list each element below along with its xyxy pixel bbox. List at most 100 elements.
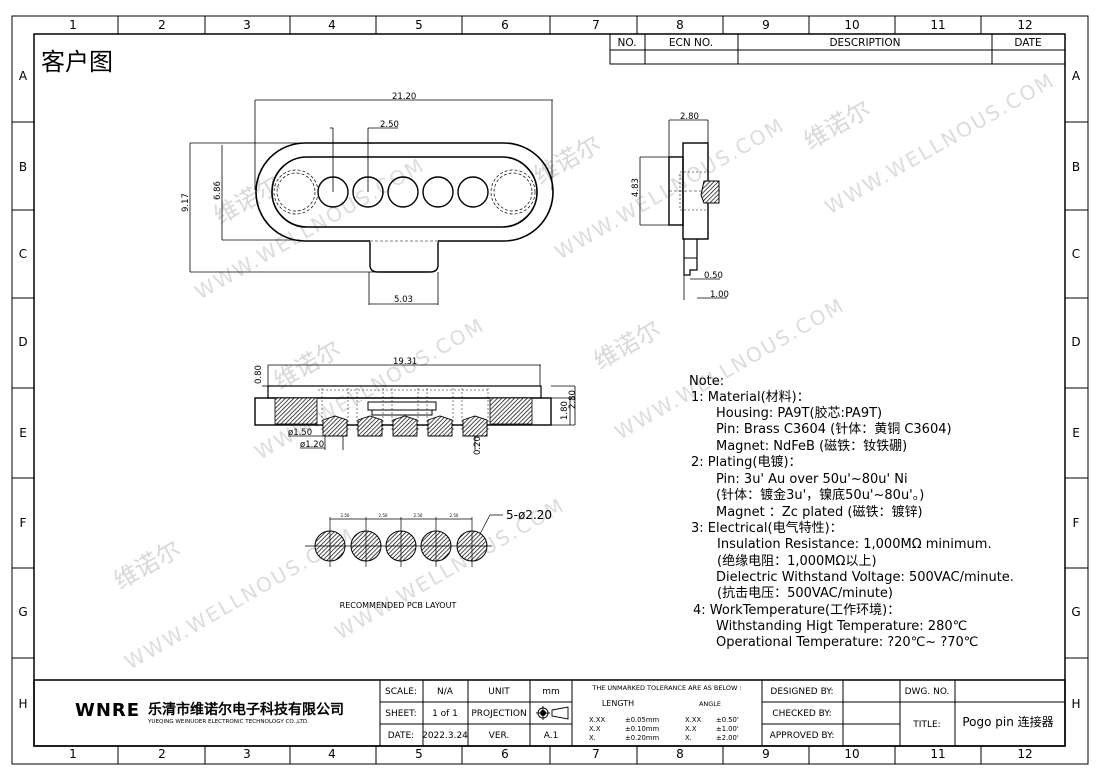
svg-text:±0.20mm: ±0.20mm (625, 734, 659, 742)
svg-text:SCALE:: SCALE: (385, 687, 417, 697)
svg-text:12: 12 (1017, 747, 1032, 761)
svg-text:X.X: X.X (685, 725, 697, 733)
svg-text:11: 11 (930, 18, 945, 32)
side-view (639, 119, 727, 300)
svg-text:E: E (19, 426, 27, 440)
svg-text:G: G (1071, 605, 1080, 619)
svg-text:X.XX: X.XX (589, 716, 605, 724)
svg-text:H: H (1071, 697, 1080, 711)
svg-text:4: 4 (328, 747, 336, 761)
svg-text:4: WorkTemperature(工作环境)：: 4: WorkTemperature(工作环境)： (693, 603, 900, 618)
svg-text:DATE:: DATE: (388, 731, 414, 741)
company-name-cn: 乐清市维诺尔电子科技有限公司 (148, 701, 344, 718)
svg-text:ECN NO.: ECN NO. (669, 37, 713, 49)
svg-text:1: 1 (69, 747, 77, 761)
svg-text:±0.10mm: ±0.10mm (625, 725, 659, 733)
svg-text:8: 8 (676, 18, 684, 32)
dim-thickness: 2.80 (680, 112, 699, 122)
svg-text:8: 8 (676, 747, 684, 761)
svg-text:C: C (19, 247, 27, 261)
dim-length: 19.31 (393, 357, 417, 367)
svg-text:2.50: 2.50 (414, 513, 423, 518)
svg-text:Note:: Note: (689, 374, 724, 389)
title-block (33, 679, 1066, 747)
pcb-layout (305, 514, 503, 567)
svg-text:12: 12 (1017, 18, 1032, 32)
svg-text:7: 7 (592, 18, 600, 32)
svg-text:X.XX: X.XX (685, 716, 701, 724)
drawing-title: Pogo pin 连接器 (962, 714, 1053, 729)
svg-text:维诺尔: 维诺尔 (799, 95, 875, 155)
svg-text:1 of 1: 1 of 1 (432, 709, 458, 719)
svg-text:1: Material(材料)：: 1: Material(材料)： (691, 390, 810, 405)
svg-text:CHECKED BY:: CHECKED BY: (772, 709, 831, 719)
svg-text:Insulation Resistance: 1,000: Insulation Resistance: 1,000MΩ minimum. (717, 537, 992, 552)
svg-text:Pin: Brass C3604 (针体：黄铜 C360: Pin: Brass C3604 (针体：黄铜 C3604) (716, 422, 952, 437)
svg-text:VER.: VER. (489, 731, 510, 741)
svg-text:3: Electrical(电气特性)：: 3: Electrical(电气特性)： (691, 520, 843, 536)
notes: Note: 1: Material(材料)： Housing: PA9T(胶芯:… (689, 374, 1014, 650)
svg-text:维诺尔: 维诺尔 (109, 535, 185, 595)
dim-stem: 1.00 (710, 290, 729, 300)
svg-text:DESCRIPTION: DESCRIPTION (829, 37, 900, 49)
svg-text:9: 9 (762, 747, 770, 761)
svg-text:7: 7 (592, 747, 600, 761)
customer-drawing-label: 客户图 (41, 48, 113, 76)
dim-step: 0.50 (704, 271, 723, 281)
svg-text:(抗击电压：500VAC/minute): (抗击电压：500VAC/minute) (717, 586, 893, 601)
svg-text:2.50: 2.50 (379, 513, 388, 518)
svg-text:N/A: N/A (437, 687, 454, 697)
svg-text:LENGTH: LENGTH (602, 699, 634, 708)
svg-text:±0.50': ±0.50' (716, 716, 739, 724)
pcb-caption: RECOMMENDED PCB LAYOUT (340, 601, 457, 610)
svg-text:(针体：镀金3u'，镍底50u'~80u'。): (针体：镀金3u'，镍底50u'~80u'。) (716, 487, 924, 503)
svg-text:DESIGNED BY:: DESIGNED BY: (770, 687, 833, 697)
dim-body-height: 1.80 (560, 401, 570, 420)
svg-text:F: F (1073, 516, 1080, 530)
svg-text:1: 1 (69, 18, 77, 32)
dim-pin-outer: ø1.50 (288, 428, 312, 438)
svg-text:2: 2 (158, 18, 166, 32)
svg-text:NO.: NO. (617, 37, 636, 49)
svg-text:WNRE: WNRE (75, 700, 140, 721)
svg-text:G: G (18, 605, 27, 619)
svg-text:Magnet: NdFeB (磁铁：钕铁硼): Magnet: NdFeB (磁铁：钕铁硼) (716, 438, 907, 454)
dim-pitch: 2.50 (380, 120, 399, 130)
svg-text:B: B (1072, 160, 1080, 174)
svg-text:A.1: A.1 (544, 731, 559, 741)
svg-text:X.: X. (589, 734, 596, 742)
dim-top: 0.80 (254, 365, 264, 384)
pcb-pad-spec: 5-ø2.20 (506, 508, 552, 522)
svg-text:11: 11 (930, 747, 945, 761)
svg-text:3: 3 (243, 18, 251, 32)
svg-text:DATE: DATE (1014, 37, 1041, 49)
svg-text:Housing: PA9T(胶芯:PA9T): Housing: PA9T(胶芯:PA9T) (716, 405, 882, 421)
svg-text:6: 6 (501, 747, 509, 761)
svg-text:mm: mm (542, 687, 560, 697)
svg-text:Operational Temperature: ?20: Operational Temperature: ?20℃~ ?70℃ (716, 635, 978, 650)
svg-text:Dielectric Withstand Voltage: Dielectric Withstand Voltage: 500VAC/min… (716, 570, 1014, 585)
svg-text:D: D (1071, 335, 1080, 349)
svg-text:A: A (19, 69, 28, 83)
zone-ticks (12, 16, 1088, 764)
svg-text:F: F (20, 516, 27, 530)
svg-text:2.50: 2.50 (450, 513, 459, 518)
svg-text:Magnet ：Zc plated (磁铁：镀锌): Magnet ：Zc plated (磁铁：镀锌) (716, 504, 923, 520)
svg-text:2022.3.24: 2022.3.24 (422, 731, 468, 741)
svg-text:PROJECTION: PROJECTION (471, 709, 526, 719)
svg-text:WWW.WELLNOUS.COM: WWW.WELLNOUS.COM (821, 68, 1059, 220)
svg-text:10: 10 (844, 18, 859, 32)
top-view (189, 99, 554, 305)
company-logo: WNRE (75, 700, 140, 721)
svg-text:A: A (1072, 69, 1081, 83)
svg-text:B: B (19, 160, 27, 174)
dim-width: 21.20 (392, 92, 416, 102)
front-view (254, 364, 576, 450)
svg-text:DWG. NO.: DWG. NO. (905, 687, 950, 697)
svg-text:维诺尔: 维诺尔 (589, 315, 665, 375)
dim-total-height: 2.80 (568, 390, 578, 409)
dim-protrusion: 0.20 (473, 436, 483, 455)
svg-text:C: C (1072, 247, 1080, 261)
